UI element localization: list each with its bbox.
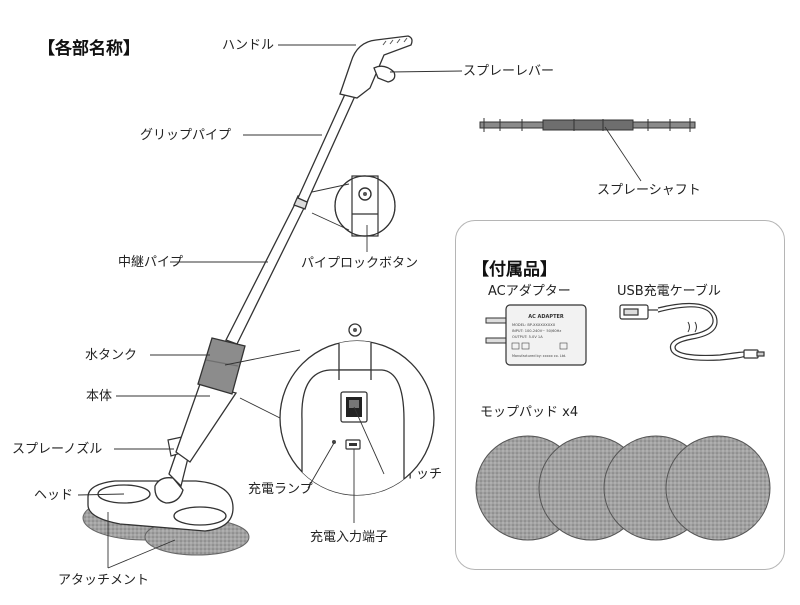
label-charge-input-terminal: 充電入力端子 (310, 530, 389, 545)
adapter-print-line: INPUT: 100-240V~ 50/60Hz (512, 329, 561, 333)
usb-cable (619, 302, 765, 361)
label-spray-nozzle: スプレーノズル (12, 442, 103, 457)
label-grip-pipe: グリップパイプ (140, 128, 232, 143)
adapter-print-line: MODEL: BP-XXXXXXXXX (512, 323, 556, 327)
label-handle: ハンドル (222, 38, 275, 53)
label-charge-lamp: 充電ランプ (248, 482, 313, 497)
label-body: 本体 (86, 389, 113, 404)
body-zoom (279, 323, 435, 496)
accessories-box (455, 220, 785, 570)
label-middle-pipe: 中継パイプ (118, 255, 184, 270)
label-ac-adapter: ACアダプター (488, 284, 571, 299)
adapter-print-line: OUTPUT: 5.0V 1A (512, 335, 543, 339)
label-usb-cable: USB充電ケーブル (617, 284, 721, 299)
adapter-print-heading: AC ADAPTER (528, 314, 564, 320)
pipe-lock-zoom (334, 175, 396, 237)
label-attachment: アタッチメント (58, 573, 150, 588)
leader-lines (77, 44, 642, 569)
adapter-print-line: Manufactured by: xxxxx co. Ltd. (512, 354, 566, 358)
section-title: 【各部名称】 (38, 39, 140, 59)
label-spray-lever: スプレーレバー (463, 64, 555, 79)
pipes (225, 35, 413, 345)
label-spray-shaft: スプレーシャフト (597, 183, 701, 198)
accessories-title: 【付属品】 (472, 260, 557, 280)
main-body (175, 337, 246, 463)
ac-adapter: AC ADAPTER MODEL: BP-XXXXXXXXX INPUT: 10… (485, 304, 587, 366)
label-water-tank: 水タンク (85, 348, 138, 363)
label-mop-pad: モップパッド x4 (480, 405, 579, 420)
label-pipe-lock-button: パイプロックボタン (301, 256, 419, 271)
mop-pads (475, 435, 771, 541)
mop-head (87, 447, 234, 532)
spray-shaft (479, 118, 696, 132)
label-head: ヘッド (34, 488, 74, 503)
